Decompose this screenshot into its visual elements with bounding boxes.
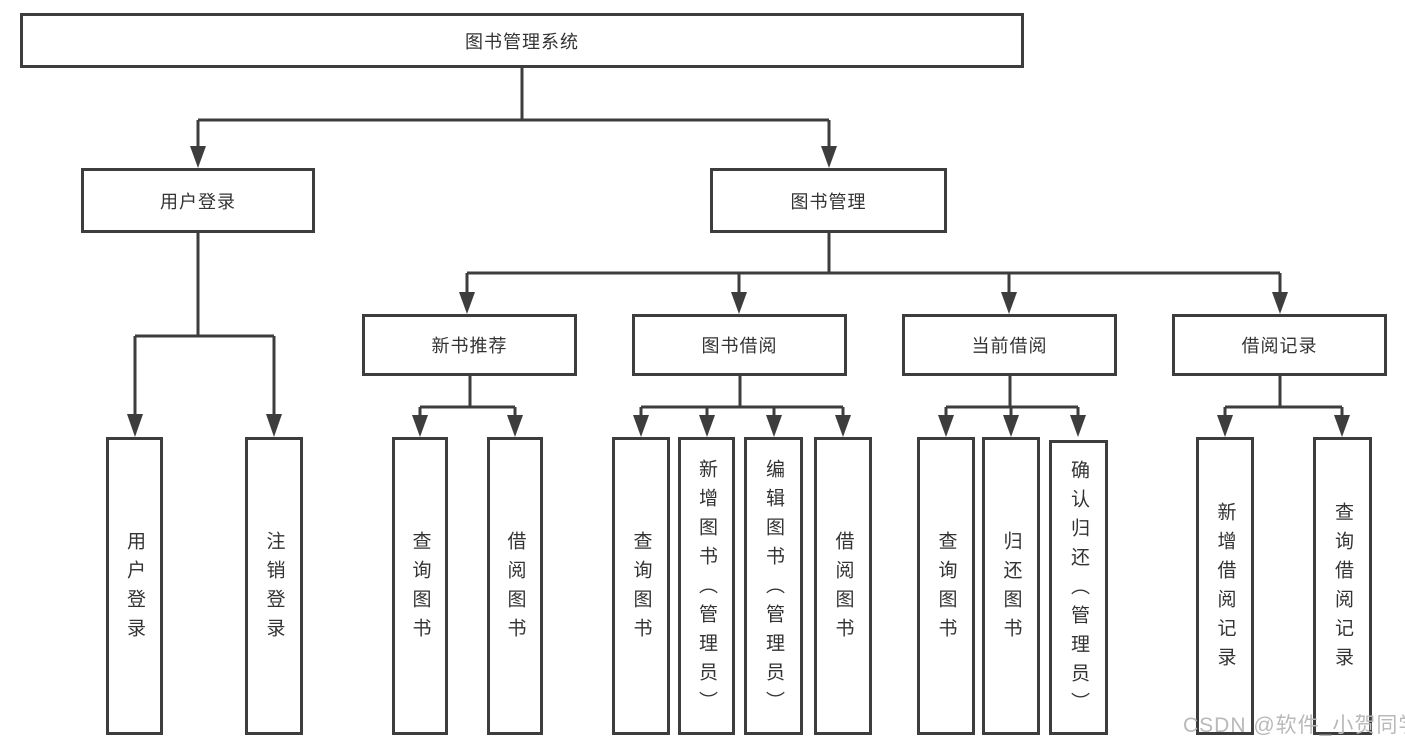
leaf-logout: 注销登录 — [245, 437, 303, 735]
leaf-borrow-borrow-books: 借阅图书 — [814, 437, 872, 735]
leaf-current-return-books: 归还图书 — [982, 437, 1040, 735]
leaf-current-query-books: 查询图书 — [917, 437, 975, 735]
leaf-borrow-add-books-admin: 新增图书（管理员） — [678, 437, 735, 735]
leaf-record-add-borrow-record: 新增借阅记录 — [1196, 437, 1254, 735]
leaf-newbook-borrow-books: 借阅图书 — [487, 437, 543, 735]
leaf-user-login: 用户登录 — [106, 437, 163, 735]
node-borrow-record: 借阅记录 — [1172, 314, 1387, 376]
node-user-login: 用户登录 — [81, 168, 315, 233]
node-current-borrow: 当前借阅 — [902, 314, 1117, 376]
csdn-watermark: CSDN @软件_小贺同学 — [1183, 714, 1405, 737]
leaf-borrow-query-books: 查询图书 — [612, 437, 670, 735]
node-book-management: 图书管理 — [710, 168, 947, 233]
leaf-current-confirm-return-admin: 确认归还（管理员） — [1049, 440, 1108, 735]
leaf-borrow-edit-books-admin: 编辑图书（管理员） — [744, 437, 803, 735]
node-new-book-recommend: 新书推荐 — [362, 314, 577, 376]
leaf-record-query-borrow-record: 查询借阅记录 — [1313, 437, 1372, 735]
leaf-newbook-query-books: 查询图书 — [392, 437, 448, 735]
node-book-borrow: 图书借阅 — [632, 314, 847, 376]
node-root-library-system: 图书管理系统 — [20, 13, 1024, 68]
